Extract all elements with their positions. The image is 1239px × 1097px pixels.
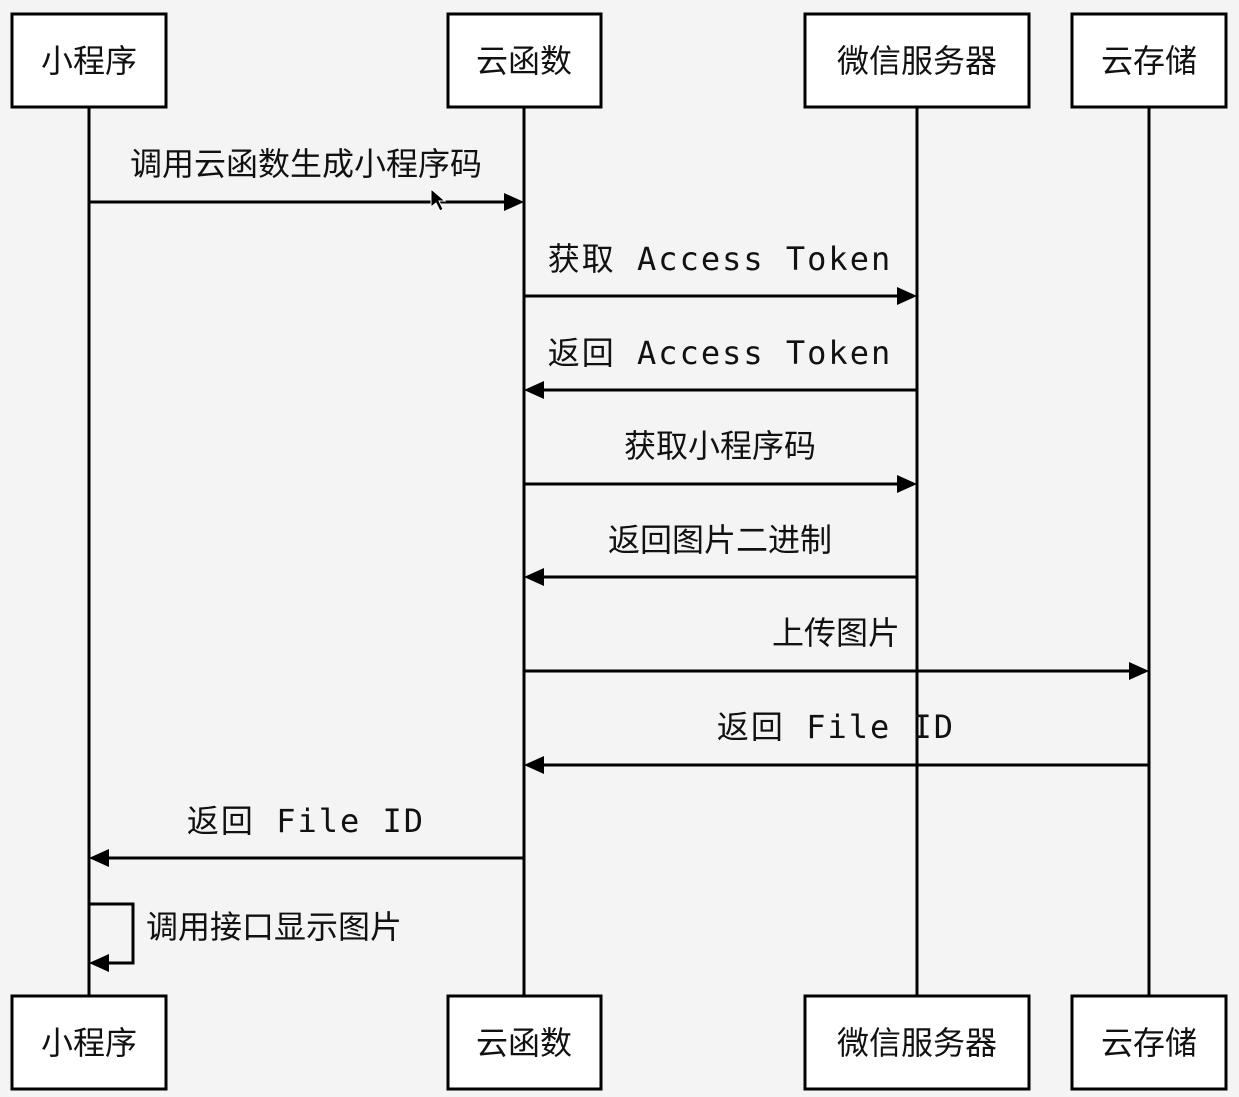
participant-label: 云存储 [1101,1024,1197,1062]
message-return-image-binary: 返回图片二进制 [524,521,917,586]
participant-label: 微信服务器 [837,1024,997,1062]
message-self-display-image: 调用接口显示图片 [89,902,402,972]
arrow-head-right [1129,662,1149,680]
message-label: 调用云函数生成小程序码 [130,145,482,183]
message-call-cloud-function: 调用云函数生成小程序码 [89,145,524,211]
participant-label: 小程序 [41,42,137,80]
participant-top-miniprogram: 小程序 [10,12,168,109]
message-return-file-id-storage: 返回 File ID [524,708,1149,774]
participant-top-wechat: 微信服务器 [803,12,1031,109]
arrow-head-left [524,568,544,586]
message-return-file-id-client: 返回 File ID [89,802,524,867]
message-label: 获取 Access Token [548,240,892,278]
participant-top-storage: 云存储 [1070,12,1228,109]
self-loop-line [89,902,135,965]
arrow-head-left [89,954,109,972]
message-label: 返回 File ID [717,708,955,746]
arrow-head-right [897,475,917,493]
participant-label: 微信服务器 [837,42,997,80]
message-label: 返回 Access Token [548,334,892,372]
participant-label: 云函数 [476,42,572,80]
participant-label: 小程序 [41,1024,137,1062]
arrow-head-left [524,381,544,399]
mouse-cursor-icon [430,187,447,212]
arrow-head-left [524,756,544,774]
participant-bottom-miniprogram: 小程序 [10,994,168,1091]
participant-bottom-wechat: 微信服务器 [803,994,1031,1091]
participant-label: 云存储 [1101,42,1197,80]
arrow-head-right [897,287,917,305]
participant-top-cloudfn: 云函数 [446,12,603,109]
message-return-access-token: 返回 Access Token [524,334,917,399]
arrow-head-left [89,849,109,867]
arrow-head-right [504,193,524,211]
message-get-access-token: 获取 Access Token [524,240,917,305]
participant-label: 云函数 [476,1024,572,1062]
message-get-qrcode: 获取小程序码 [524,427,917,493]
participant-bottom-storage: 云存储 [1070,994,1228,1091]
message-label: 获取小程序码 [624,427,816,465]
message-label: 返回图片二进制 [608,521,832,559]
message-upload-image: 上传图片 [524,614,1149,680]
message-label: 调用接口显示图片 [146,908,402,946]
participant-bottom-cloudfn: 云函数 [446,994,603,1091]
message-label: 上传图片 [772,614,900,652]
message-label: 返回 File ID [187,802,425,840]
